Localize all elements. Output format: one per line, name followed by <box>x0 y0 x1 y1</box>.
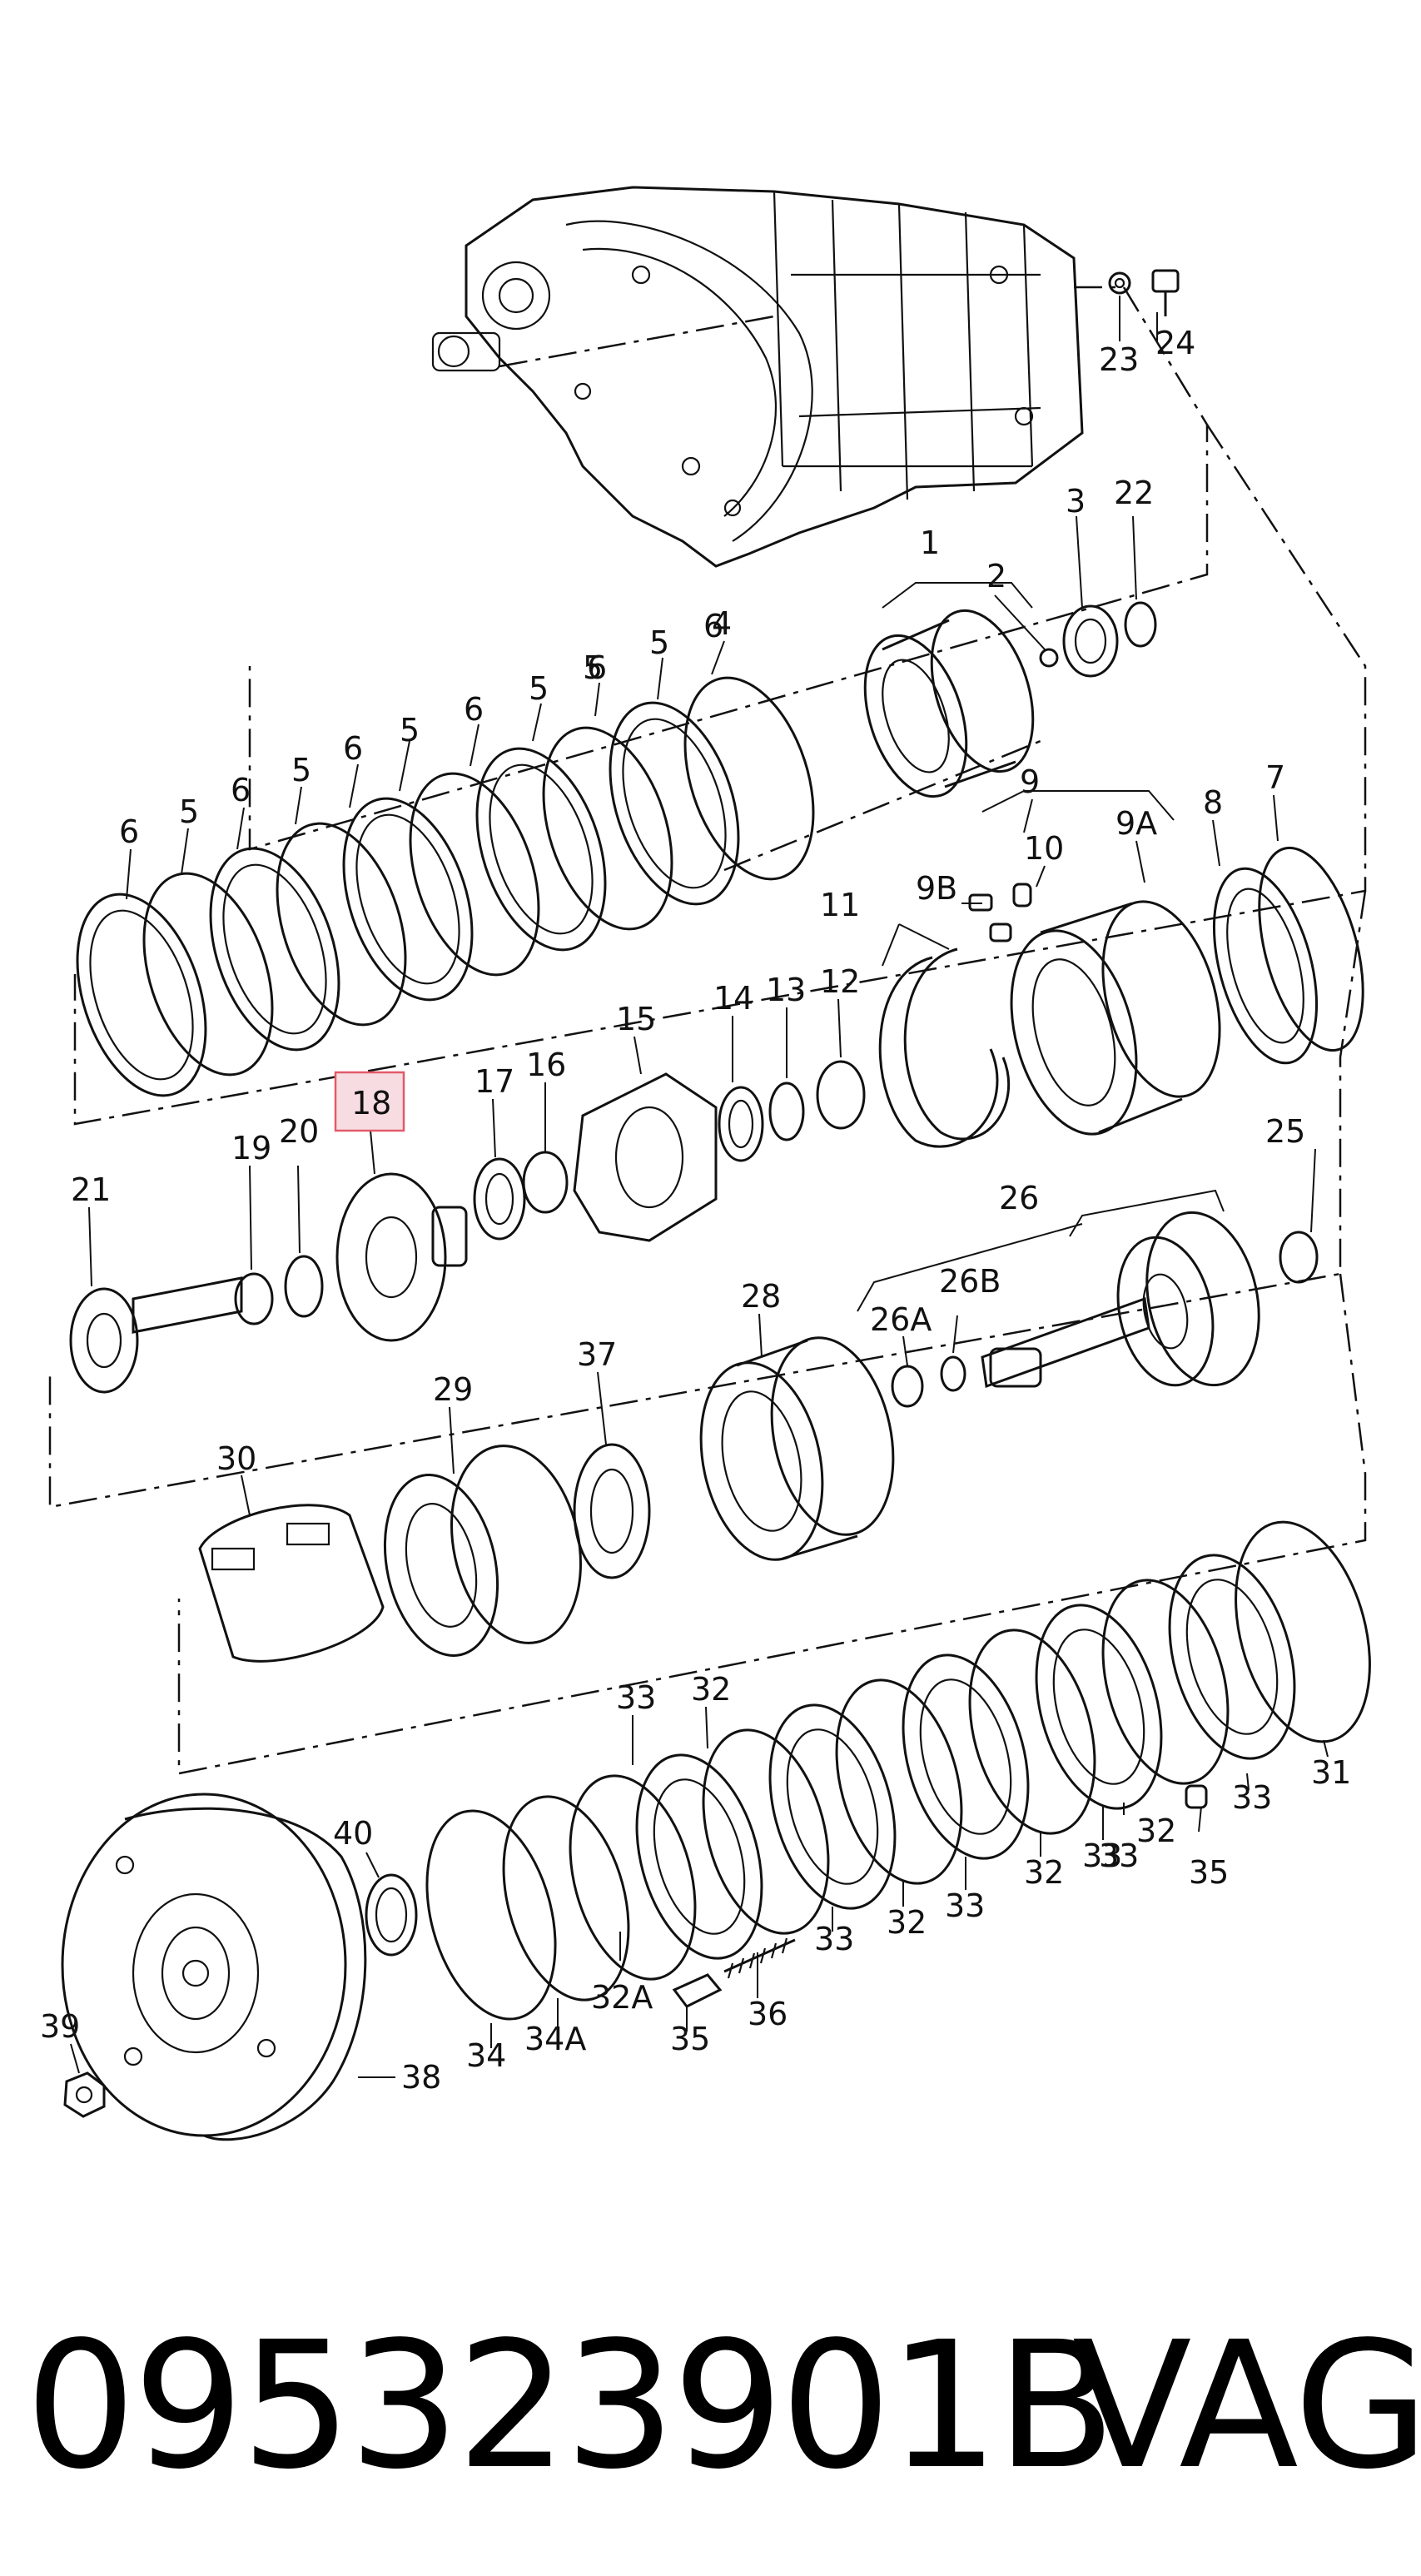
label-33f: 33 <box>1099 1838 1139 1874</box>
label-26b: 26B <box>939 1263 1001 1300</box>
label-28: 28 <box>741 1278 781 1315</box>
label-16: 16 <box>526 1047 566 1083</box>
clutch-disc-pack-lower <box>365 1520 1371 2021</box>
label-34: 34 <box>466 2037 506 2074</box>
label-19: 19 <box>231 1130 271 1166</box>
label-5d: 5 <box>291 752 311 788</box>
ring-gear-and-band <box>198 1336 895 1663</box>
label-30: 30 <box>216 1440 256 1477</box>
label-6b: 6 <box>464 691 484 728</box>
label-5b: 5 <box>529 670 549 707</box>
label-32b: 32 <box>1136 1813 1176 1849</box>
label-35b: 35 <box>670 2021 710 2057</box>
label-21: 21 <box>71 1171 111 1208</box>
clutch-disc-pack-upper <box>76 676 815 1097</box>
torque-converter <box>61 1793 367 2141</box>
label-5a: 5 <box>649 624 669 661</box>
output-shaft-assembly <box>891 1211 1319 1408</box>
exploded-parts-diagram: 1 2 3 4 5 5 5 5 5 5 6 6 6 6 6 6 7 8 9 9A… <box>40 186 1371 2141</box>
brand-name: VAG <box>1072 2304 1421 2508</box>
label-20: 20 <box>279 1113 319 1150</box>
label-10: 10 <box>1024 830 1064 867</box>
label-35a: 35 <box>1189 1854 1229 1891</box>
label-40: 40 <box>333 1815 373 1852</box>
label-9a: 9A <box>1115 805 1157 842</box>
label-32a-sub: 32A <box>591 1979 653 2016</box>
label-37: 37 <box>577 1336 617 1373</box>
label-38: 38 <box>401 2059 441 2096</box>
pin-and-spring <box>672 1784 1208 2008</box>
label-32d: 32 <box>887 1904 927 1941</box>
sun-gear-and-input-shaft <box>69 1172 468 1394</box>
part-labels: 1 2 3 4 5 5 5 5 5 5 6 6 6 6 6 6 7 8 9 9A… <box>40 325 1351 2096</box>
label-25: 25 <box>1265 1113 1305 1150</box>
highlight-box-18 <box>334 1071 405 1132</box>
label-26a: 26A <box>870 1301 932 1338</box>
label-32c: 32 <box>1024 1854 1064 1891</box>
label-23: 23 <box>1099 341 1139 378</box>
label-33b: 33 <box>1232 1779 1272 1816</box>
label-29: 29 <box>433 1371 473 1408</box>
label-33e: 33 <box>814 1921 854 1957</box>
label-11: 11 <box>820 887 860 923</box>
label-5c: 5 <box>400 712 420 748</box>
label-18: 18 <box>351 1085 391 1121</box>
label-17: 17 <box>474 1063 514 1100</box>
part-number: 095323901B <box>25 2304 1116 2508</box>
label-33c: 33 <box>1082 1838 1122 1874</box>
leader-lines <box>70 296 1329 2078</box>
label-32a: 32 <box>691 1671 731 1708</box>
label-33a: 33 <box>616 1679 656 1716</box>
label-6c: 6 <box>343 730 363 767</box>
label-31: 31 <box>1311 1754 1351 1791</box>
label-2: 2 <box>986 558 1006 594</box>
label-24: 24 <box>1155 325 1195 361</box>
bolt-and-washer <box>1108 269 1180 316</box>
label-6e: 6 <box>119 813 139 850</box>
label-1: 1 <box>920 525 940 561</box>
label-3: 3 <box>1066 483 1086 520</box>
label-6f: 6 <box>703 608 723 644</box>
label-15: 15 <box>616 1001 656 1037</box>
label-26: 26 <box>999 1180 1039 1216</box>
part-number-caption: 095323901B VAG <box>0 2281 1421 2531</box>
label-6d: 6 <box>231 772 251 808</box>
label-4: 4 <box>712 605 732 642</box>
label-33d: 33 <box>945 1887 985 1924</box>
label-13: 13 <box>766 972 806 1008</box>
label-9: 9 <box>1020 763 1040 800</box>
label-6a: 6 <box>587 649 607 686</box>
label-36: 36 <box>748 1996 788 2032</box>
assembly-frame-lines <box>48 286 1367 1775</box>
label-14: 14 <box>713 980 753 1017</box>
label-5f: 5 <box>583 649 603 686</box>
label-8: 8 <box>1203 784 1223 821</box>
label-34a: 34A <box>524 2021 586 2057</box>
label-9b: 9B <box>916 870 957 907</box>
clutch-drum-assembly <box>863 601 1157 798</box>
label-12: 12 <box>820 963 860 1000</box>
label-39: 39 <box>40 2008 80 2045</box>
label-7: 7 <box>1265 759 1285 796</box>
transmission-housing <box>431 186 1084 568</box>
label-22: 22 <box>1114 475 1154 511</box>
label-5e: 5 <box>179 793 199 830</box>
